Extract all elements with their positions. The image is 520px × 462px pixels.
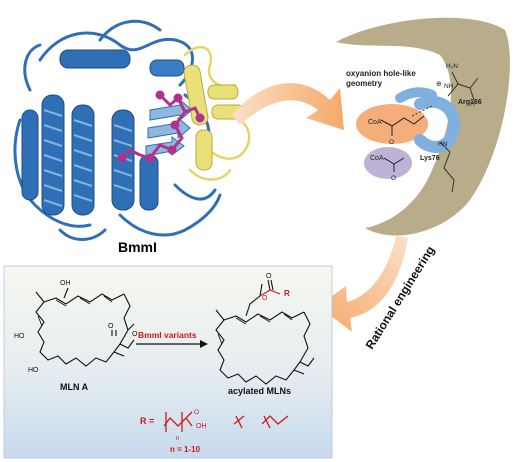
product-o-carbonyl: O: [266, 273, 272, 280]
nh2-label: H₂N: [446, 63, 458, 70]
arrow-zoom: [232, 83, 344, 130]
arrow-engineering: [318, 236, 408, 332]
pocket-geometry-line1: oxyanion hole-like: [346, 69, 416, 78]
h-label: H: [470, 101, 475, 108]
enzyme-label: BmmI variants: [138, 330, 197, 340]
reactant-ho-bot: HO: [28, 367, 39, 374]
charge-label: ⊕: [436, 81, 442, 88]
yellow-lid-domain: [183, 45, 251, 181]
reactant-ho-mid: HO: [14, 333, 25, 340]
coa-purple-label: CoA: [370, 155, 384, 162]
reaction-panel: [3, 265, 333, 459]
r-group-letter: R: [284, 289, 290, 298]
hn-label: HN: [438, 141, 448, 148]
active-site-pocket: oxyanion hole-like geometry H₂N NH ⊕ H A…: [336, 17, 510, 236]
n-range: n = 1-10: [170, 445, 201, 454]
coa-orange-label: CoA: [368, 119, 382, 126]
r-group-definitions: R = n O OH n = 1-10: [140, 409, 289, 454]
arg-label: Arg166: [458, 99, 482, 106]
reactant-oh-top: OH: [60, 280, 71, 287]
reactant-structure: [35, 287, 135, 367]
pocket-geometry-line2: geometry: [346, 79, 383, 88]
product-name: acylated MLNs: [228, 386, 291, 396]
reactant-o-ring: O: [132, 331, 138, 338]
option-o-label: O: [194, 409, 199, 416]
product-structure: [215, 279, 315, 385]
n-sub-label: n: [176, 436, 179, 442]
protein-name: BmmI: [118, 239, 157, 255]
protein-structure: [13, 19, 251, 241]
lys-label: Lys76: [420, 155, 440, 162]
bound-ligand: [117, 90, 205, 163]
blue-helices: [21, 49, 193, 216]
r-def-label: R =: [140, 416, 154, 426]
reactant-name: MLN A: [60, 382, 89, 392]
o-label-2: O: [391, 175, 396, 182]
reactant-o-carbonyl: O: [108, 323, 114, 330]
product-o-ester: O: [262, 295, 268, 302]
o-label-1: O: [389, 139, 394, 146]
reaction-arrow: [136, 340, 208, 348]
nh-label: NH: [444, 83, 454, 90]
oh-label: OH: [196, 423, 207, 430]
